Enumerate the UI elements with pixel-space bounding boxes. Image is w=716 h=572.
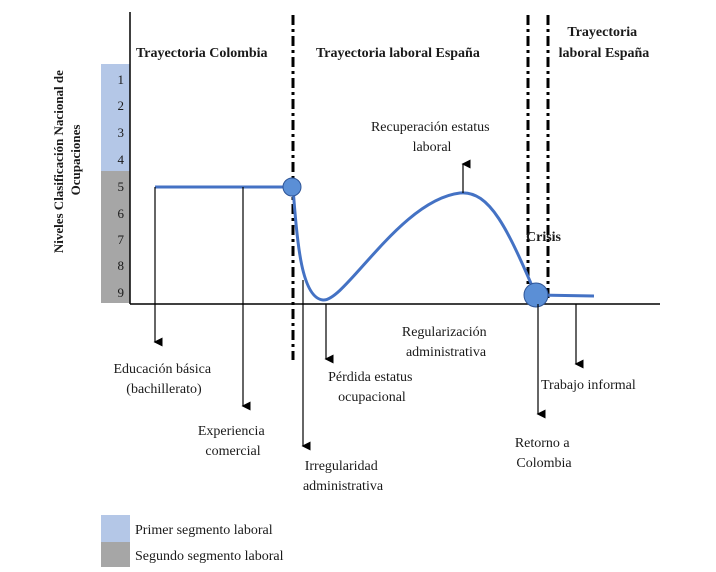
y-axis-title-line-2: Ocupaciones xyxy=(68,125,83,196)
header-trayectoria-espana-2: Trayectoria laboral España xyxy=(559,25,650,61)
level-5: 5 xyxy=(118,179,125,194)
level-6: 6 xyxy=(118,206,125,221)
level-numbers: 1 2 3 4 5 6 7 8 9 xyxy=(118,72,125,300)
label-recuperacion: Recuperación estatus laboral xyxy=(371,120,493,155)
second-segment-bar xyxy=(101,171,130,303)
crisis-label: Crisis xyxy=(526,230,562,245)
transition-node xyxy=(282,177,302,197)
legend-swatch-second-segment xyxy=(101,542,130,567)
label-regularizacion: Regularización administrativa xyxy=(402,325,490,360)
legend-swatch-first-segment xyxy=(101,515,130,542)
crisis-node xyxy=(523,282,549,308)
level-1: 1 xyxy=(118,72,125,87)
header-trayectoria-colombia: Trayectoria Colombia xyxy=(136,46,268,61)
label-educacion: Educación básica (bachillerato) xyxy=(113,362,214,397)
label-experiencia: Experiencia comercial xyxy=(198,424,268,459)
level-2: 2 xyxy=(118,98,125,113)
first-segment-bar xyxy=(101,64,130,171)
legend-label-second-segment: Segundo segmento laboral xyxy=(135,549,284,564)
header-trayectoria-espana: Trayectoria laboral España xyxy=(316,46,480,61)
level-7: 7 xyxy=(118,232,125,247)
y-axis-title: Niveles Clasificación Nacional de Ocupac… xyxy=(51,67,83,253)
legend: Primer segmento laboral Segundo segmento… xyxy=(101,515,284,567)
label-irregularidad: Irregularidad administrativa xyxy=(303,459,384,494)
level-9: 9 xyxy=(118,285,125,300)
level-4: 4 xyxy=(118,152,125,167)
trajectory-curve xyxy=(155,185,595,302)
legend-label-first-segment: Primer segmento laboral xyxy=(135,523,273,538)
label-perdida: Pérdida estatus ocupacional xyxy=(328,370,416,405)
level-3: 3 xyxy=(118,125,125,140)
label-retorno: Retorno a Colombia xyxy=(515,436,573,471)
y-axis-title-line-1: Niveles Clasificación Nacional de xyxy=(51,70,66,253)
level-8: 8 xyxy=(118,258,125,273)
label-trabajo: Trabajo informal xyxy=(541,378,636,393)
